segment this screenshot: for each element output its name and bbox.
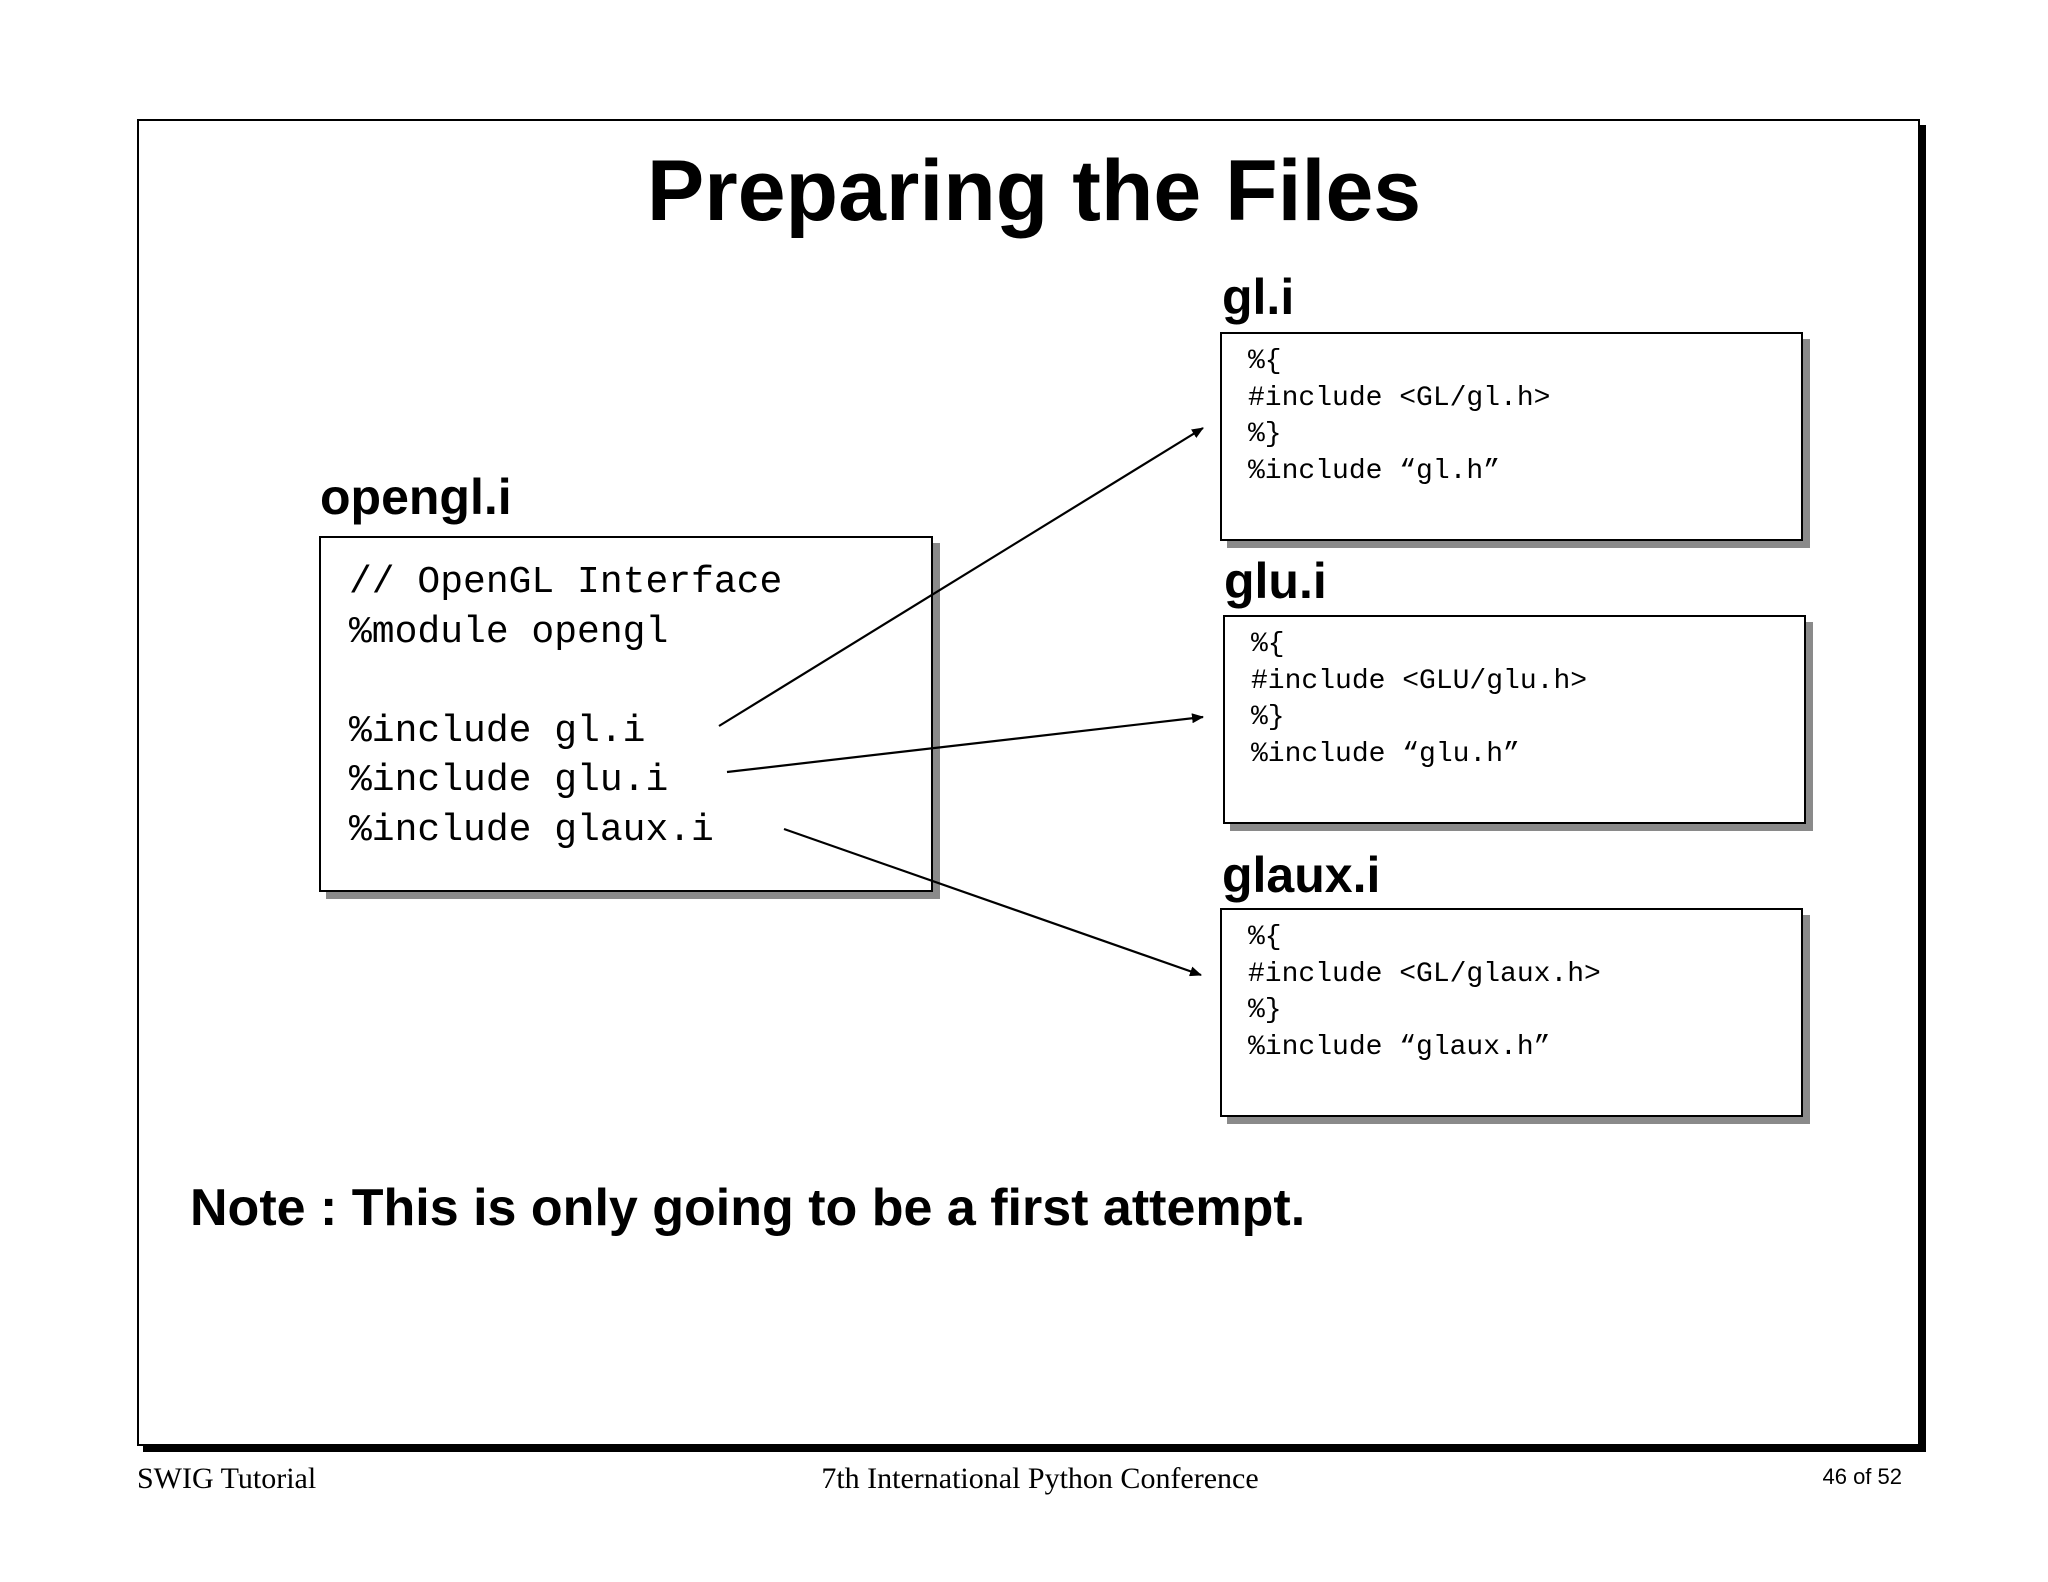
arrow-to-glu: [726, 713, 1204, 774]
code-line: #include <GL/glaux.h>: [1248, 958, 1601, 990]
opengl-code-box: // OpenGL Interface %module opengl %incl…: [319, 536, 933, 892]
code-line: %}: [1251, 702, 1285, 733]
code-line-include-glu: %include glu.i: [349, 759, 669, 802]
code-line: // OpenGL Interface: [349, 561, 783, 604]
footer-left: SWIG Tutorial: [137, 1462, 317, 1495]
page-number: 46 of 52: [1822, 1464, 1902, 1489]
code-line: %include “glaux.h”: [1248, 1031, 1551, 1063]
code-line-include-gl: %include gl.i: [349, 709, 646, 753]
arrow-to-glaux: [783, 827, 1202, 977]
code-line: %module opengl: [349, 610, 669, 654]
note-body: This is only going to be a first attempt…: [351, 1179, 1306, 1237]
glaux-file-label: glaux.i: [1222, 847, 1381, 903]
code-line: #include <GLU/glu.h>: [1251, 665, 1588, 697]
note-text: Note : This is only going to be a first …: [190, 1178, 1305, 1238]
code-line: %{: [1251, 629, 1285, 660]
opengl-file-label: opengl.i: [320, 469, 512, 525]
glu-code-box: %{ #include <GLU/glu.h> %} %include “glu…: [1223, 615, 1806, 824]
code-line: %}: [1248, 995, 1282, 1026]
code-line: %include “gl.h”: [1248, 455, 1501, 487]
slide-title: Preparing the Files: [646, 143, 1422, 239]
code-line-include-glaux: %include glaux.i: [349, 808, 714, 852]
footer-center: 7th International Python Conference: [821, 1462, 1259, 1495]
glaux-code-box: %{ #include <GL/glaux.h> %} %include “gl…: [1220, 908, 1803, 1117]
note-prefix: Note :: [190, 1179, 352, 1237]
gl-file-label: gl.i: [1222, 269, 1295, 325]
glu-file-label: glu.i: [1224, 553, 1327, 609]
code-line: %}: [1248, 419, 1282, 450]
arrow-to-gl: [718, 427, 1204, 727]
code-line: %{: [1248, 346, 1282, 377]
gl-code-box: %{ #include <GL/gl.h> %} %include “gl.h”: [1220, 332, 1803, 541]
code-line: #include <GL/gl.h>: [1248, 382, 1551, 414]
code-line: %{: [1248, 922, 1282, 953]
code-line: %include “glu.h”: [1251, 738, 1520, 770]
